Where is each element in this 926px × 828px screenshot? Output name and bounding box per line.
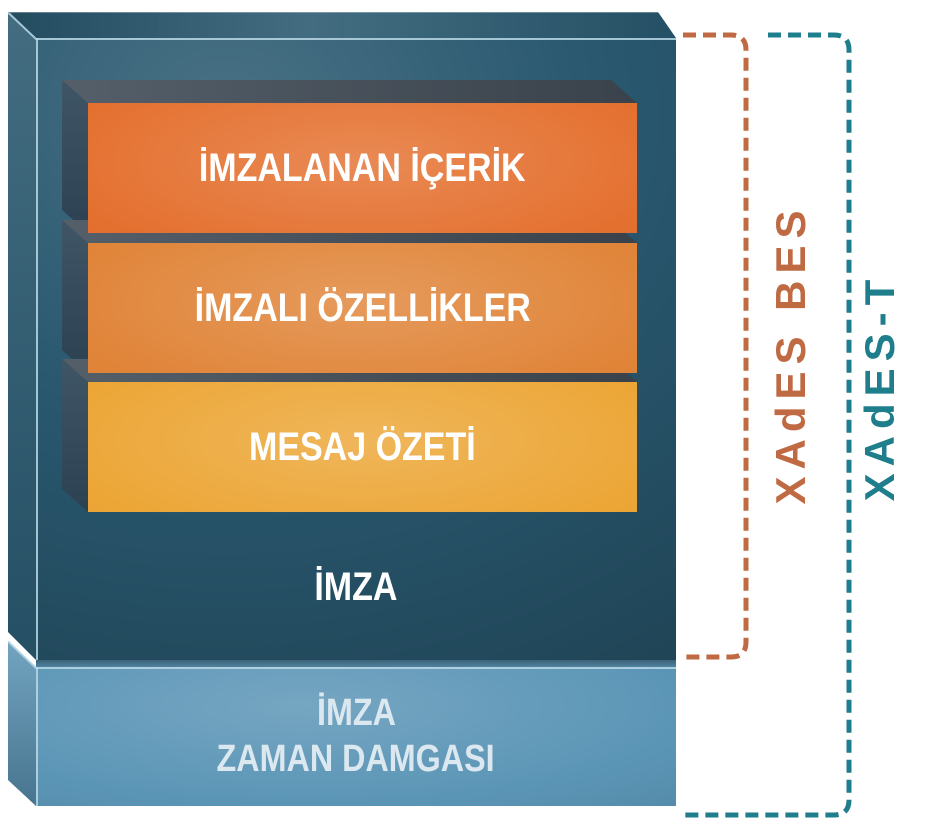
layer2-well-side-shadow xyxy=(62,220,88,373)
layer3-well-side-shadow xyxy=(62,359,88,512)
layer1-well-top-shadow xyxy=(62,80,637,103)
message-digest-box: MESAJ ÖZETİ xyxy=(88,382,637,512)
timestamp-slab-top-highlight xyxy=(36,667,676,669)
xades-bes-label: XAdES BES xyxy=(767,203,814,505)
signed-properties-box: İMZALI ÖZELLİKLER xyxy=(88,243,637,373)
xades-t-label: XAdES-T xyxy=(856,272,903,502)
signature-caption: İMZA xyxy=(314,565,398,609)
signed-content-label: İMZALANAN İÇERİK xyxy=(199,145,526,190)
signature-slab-left-highlight xyxy=(36,38,38,660)
signed-content-box: İMZALANAN İÇERİK xyxy=(88,103,637,233)
timestamp-slab-left-face xyxy=(8,641,36,806)
message-digest-label: MESAJ ÖZETİ xyxy=(249,424,476,469)
layer1-well xyxy=(62,80,637,233)
layer1-well-side-shadow xyxy=(62,80,88,233)
timestamp-slab-left-highlight xyxy=(36,667,38,806)
xades-bes-bracket xyxy=(683,32,749,660)
timestamp-caption-line1: İMZA xyxy=(316,692,396,734)
signed-properties-label: İMZALI ÖZELLİKLER xyxy=(194,285,531,330)
signature-slab-left-face xyxy=(8,12,36,660)
timestamp-caption: İMZA ZAMAN DAMGASI xyxy=(36,690,676,782)
timestamp-slab-front xyxy=(36,667,676,806)
signature-slab-top-highlight xyxy=(36,38,676,40)
timestamp-caption-line2: ZAMAN DAMGASI xyxy=(216,738,496,780)
timestamp-slab-top-face xyxy=(36,660,676,667)
signature-slab-top-face xyxy=(8,12,676,38)
